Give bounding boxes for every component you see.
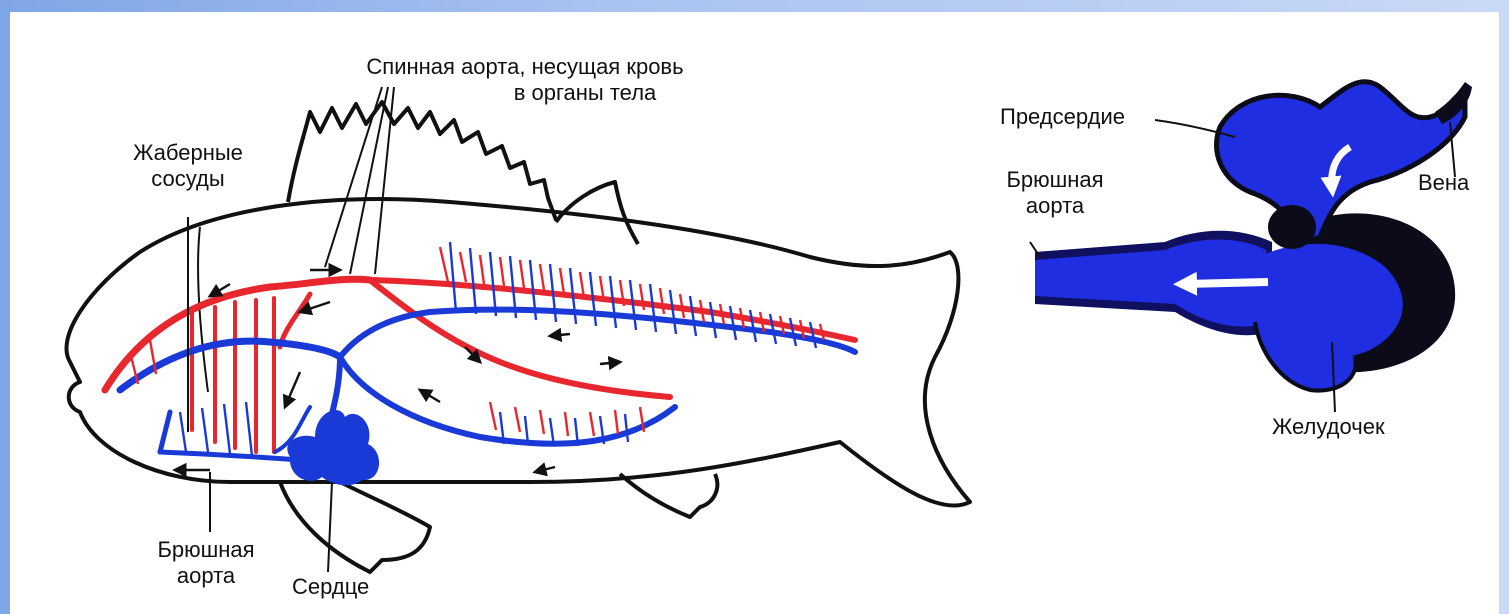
- vein-label: Вена: [1418, 170, 1469, 196]
- dorsal-aorta-label-line2: в органы тела: [310, 80, 740, 106]
- gill-vessels-label-line2: сосуды: [118, 166, 258, 192]
- ventral-aorta-label-line2: аорта: [136, 563, 276, 589]
- heart-label: Сердце: [292, 574, 369, 600]
- heart-detail: [1030, 82, 1472, 412]
- ventral-aorta-label: Брюшная аорта: [136, 537, 276, 589]
- heart-ventral-aorta-line2: аорта: [995, 193, 1115, 219]
- atrium-label: Предсердие: [1000, 104, 1125, 130]
- gill-vessels-label-line1: Жаберные: [118, 140, 258, 166]
- heart-ventral-aorta-label: Брюшная аорта: [995, 167, 1115, 219]
- arterial-vessels: [105, 279, 855, 452]
- venous-vessels: [120, 310, 855, 460]
- ventricle-label: Желудочек: [1272, 414, 1385, 440]
- diagram-sheet: Спинная аорта, несущая кровь в органы те…: [10, 12, 1499, 614]
- circulation-diagram: [10, 12, 1499, 614]
- dorsal-aorta-label-line1: Спинная аорта, несущая кровь: [310, 54, 740, 80]
- dorsal-aorta-label: Спинная аорта, несущая кровь в органы те…: [310, 54, 740, 106]
- ventral-aorta-label-line1: Брюшная: [136, 537, 276, 563]
- gill-vessels-label: Жаберные сосуды: [118, 140, 258, 192]
- heart-ventral-aorta-line1: Брюшная: [995, 167, 1115, 193]
